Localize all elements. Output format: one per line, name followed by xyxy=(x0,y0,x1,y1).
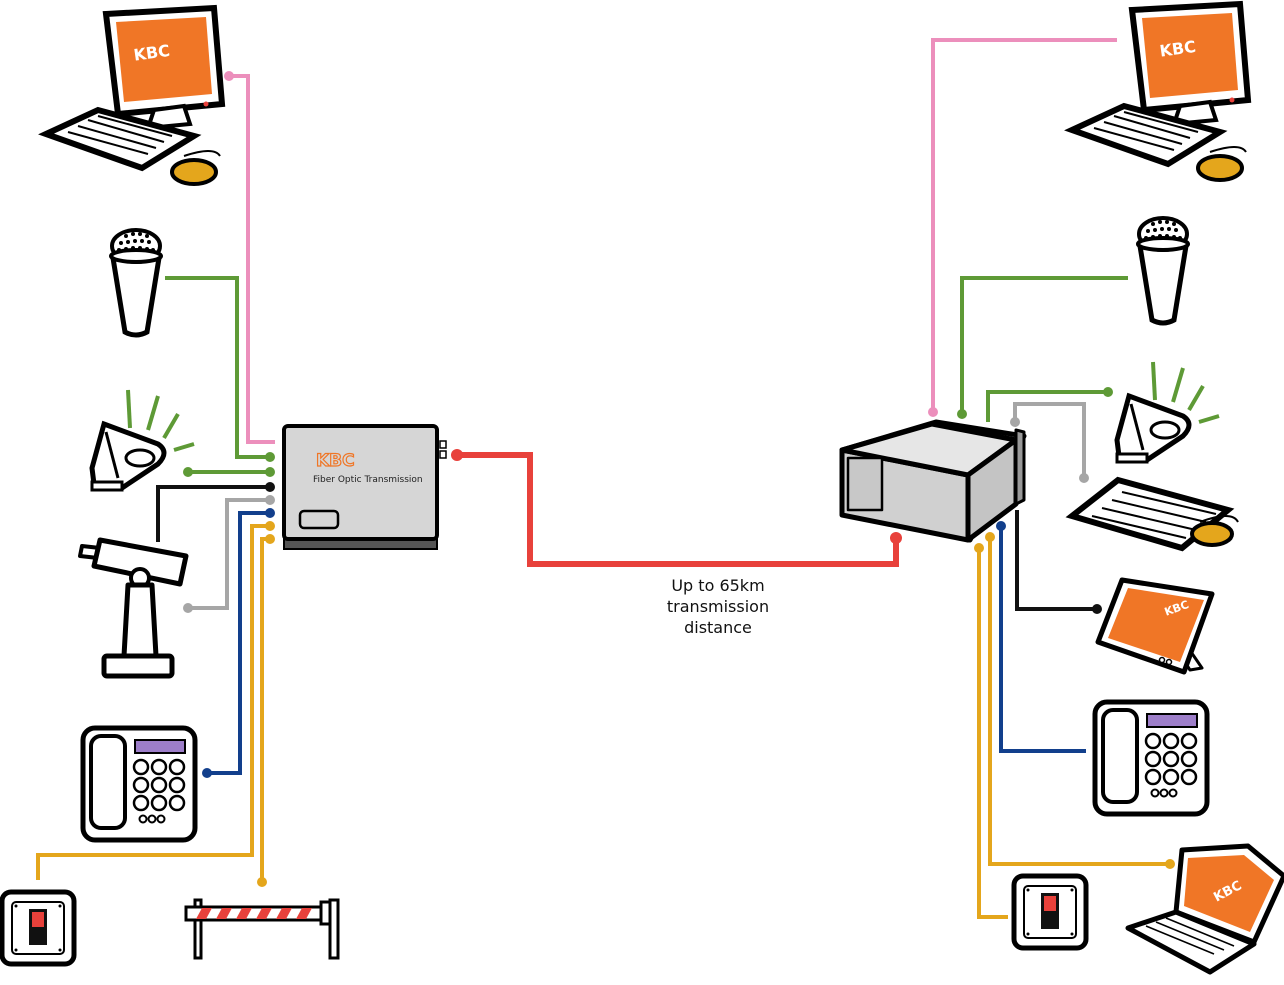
switch-icon xyxy=(2,892,74,964)
laptop-icon: KBC xyxy=(1125,843,1284,975)
right-wire-ends xyxy=(928,387,1175,869)
right-wires xyxy=(931,38,1170,919)
tablet-icon: KBC xyxy=(1095,577,1215,675)
pink-wire-left xyxy=(229,74,275,444)
microphone-icon xyxy=(1138,218,1188,323)
distance-caption: Up to 65km transmission distance xyxy=(667,576,769,637)
monitor-icon xyxy=(46,8,222,184)
yellow-wire-switch-left xyxy=(36,524,270,880)
black-wire-right xyxy=(1015,510,1097,611)
speaker-icon xyxy=(1117,362,1219,462)
keyboard-icon xyxy=(1072,480,1238,548)
fiber-end-right xyxy=(890,532,902,544)
blue-wire-left xyxy=(207,511,270,775)
phone-icon xyxy=(1095,702,1207,814)
kbc-logo: KBC xyxy=(316,451,355,471)
pink-wire-right xyxy=(931,38,1117,412)
fiber-optic-cable xyxy=(457,452,899,567)
green-wire-mic-left xyxy=(165,276,272,459)
gray-wire-right xyxy=(1013,402,1086,478)
yellow-wire-laptop-right xyxy=(988,537,1170,866)
black-wire-left xyxy=(156,485,270,542)
caption-line-2: transmission xyxy=(667,597,769,616)
front-port xyxy=(298,509,340,530)
green-wire-speaker-right xyxy=(986,390,1108,422)
caption-line-3: distance xyxy=(684,618,752,637)
speaker-icon xyxy=(92,390,194,490)
fiber-transmitter-unit: KBC Fiber Optic Transmission xyxy=(282,424,447,550)
left-wire-ends xyxy=(183,71,275,887)
device-label: Fiber Optic Transmission xyxy=(313,475,423,485)
blue-wire-right xyxy=(999,526,1086,753)
left-wires xyxy=(36,74,275,882)
gray-wire-left xyxy=(188,498,270,610)
camera-icon xyxy=(78,537,189,679)
green-wire-mic-right xyxy=(960,276,1128,414)
fiber-receiver-unit xyxy=(839,419,1027,543)
monitor-icon xyxy=(1072,4,1248,180)
yellow-wire-switch-right xyxy=(977,548,1008,919)
yellow-wire-barrier-left xyxy=(260,537,270,882)
barrier-icon xyxy=(184,898,340,960)
fiber-end-left xyxy=(451,449,463,461)
phone-icon xyxy=(83,728,195,840)
switch-icon xyxy=(1014,876,1086,948)
microphone-icon xyxy=(111,230,161,335)
caption-line-1: Up to 65km xyxy=(671,576,764,595)
